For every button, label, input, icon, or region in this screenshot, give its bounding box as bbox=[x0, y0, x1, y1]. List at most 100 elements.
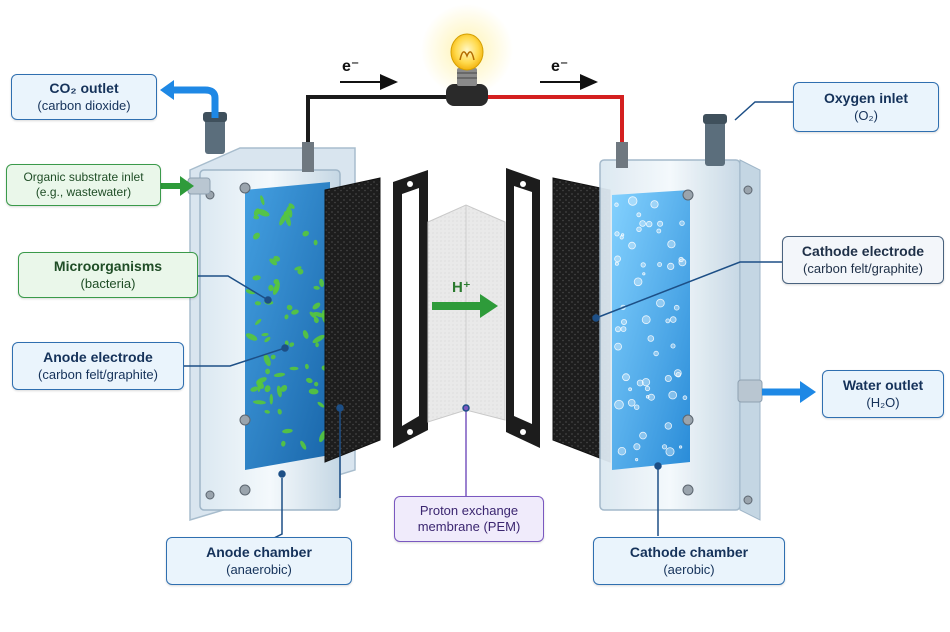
callout-subtitle: (anaerobic) bbox=[226, 561, 292, 577]
bacterium bbox=[264, 336, 271, 343]
oxygen-bubble bbox=[639, 431, 647, 440]
oxygen-bubble bbox=[664, 422, 672, 430]
oxygen-bubble bbox=[622, 373, 630, 382]
bolt bbox=[239, 182, 251, 194]
bulb-base bbox=[457, 68, 477, 86]
co2-outlet-arrowhead bbox=[160, 80, 174, 100]
bacterium bbox=[306, 377, 313, 384]
bolt bbox=[239, 484, 251, 496]
callout-subtitle: (carbon felt/graphite) bbox=[803, 260, 923, 276]
leader-microorganisms bbox=[198, 275, 269, 301]
callout-title: Cathode chamber bbox=[629, 544, 749, 561]
bacterium bbox=[256, 380, 264, 389]
cathode-terminal bbox=[616, 142, 628, 168]
oxygen-bubble bbox=[617, 447, 627, 456]
proton-arrow bbox=[432, 294, 498, 318]
bolt bbox=[682, 414, 694, 426]
co2-outlet-arrow bbox=[172, 86, 219, 118]
bolt bbox=[682, 189, 694, 201]
co2-port bbox=[205, 116, 225, 154]
leader-dot bbox=[654, 462, 662, 470]
leader-dot bbox=[278, 470, 286, 478]
bacterium bbox=[302, 230, 309, 237]
oxygen-bubble bbox=[620, 326, 627, 333]
bacterium bbox=[268, 284, 274, 292]
oxygen-bubble bbox=[628, 241, 636, 250]
oxygen-bubble bbox=[650, 200, 659, 209]
bacterium bbox=[277, 408, 282, 415]
callout-cathode-chamber: Cathode chamber (aerobic) bbox=[593, 537, 785, 585]
bacterium bbox=[265, 368, 271, 375]
oxygen-bubble bbox=[673, 304, 680, 311]
callout-subtitle: (H₂O) bbox=[866, 394, 900, 410]
oxygen-bubble bbox=[646, 220, 653, 228]
bulb-socket bbox=[446, 84, 488, 106]
leader-oxygen-inlet bbox=[734, 101, 793, 121]
bacterium bbox=[319, 430, 327, 443]
bacterium bbox=[315, 342, 319, 348]
bacterium bbox=[253, 232, 260, 240]
bacterium bbox=[313, 316, 319, 324]
oxygen-bubble bbox=[665, 318, 671, 324]
callout-title: Organic substrate inlet bbox=[23, 170, 144, 184]
water-outlet-arrowhead bbox=[800, 381, 816, 403]
bacterium bbox=[260, 195, 265, 206]
bacterium bbox=[281, 440, 286, 447]
oxygen-bubble bbox=[614, 231, 620, 237]
oxygen-bubble bbox=[642, 272, 646, 276]
bacterium bbox=[253, 208, 260, 217]
callout-pem: Proton exchange membrane (PEM) bbox=[394, 496, 544, 542]
oxygen-bubble bbox=[644, 385, 651, 392]
callout-title: Anode electrode bbox=[43, 349, 153, 366]
bacterium bbox=[302, 330, 309, 339]
bolt bbox=[205, 490, 215, 500]
bacterium bbox=[280, 384, 288, 392]
oxygen-bubble bbox=[628, 196, 638, 206]
callout-subtitle: (O₂) bbox=[854, 107, 878, 123]
oxygen-bubble bbox=[636, 212, 642, 218]
oxygen-bubble bbox=[675, 372, 681, 378]
bolt bbox=[239, 414, 251, 426]
oxygen-bubble bbox=[614, 255, 621, 263]
gasket-right bbox=[506, 168, 540, 448]
anode-terminal bbox=[302, 142, 314, 172]
leader-dot bbox=[462, 404, 470, 412]
callout-subtitle: (bacteria) bbox=[80, 275, 136, 291]
anode-electrolyte bbox=[245, 182, 330, 470]
oxygen-bubble bbox=[614, 261, 619, 266]
bacterium bbox=[289, 366, 299, 371]
oxygen-bubble bbox=[639, 220, 646, 227]
gasket-hole bbox=[520, 181, 526, 187]
oxygen-bubble bbox=[634, 457, 639, 462]
bacterium bbox=[270, 354, 276, 360]
oxygen-bubble bbox=[614, 202, 619, 207]
bacterium bbox=[285, 213, 291, 227]
callout-water-outlet: Water outlet (H₂O) bbox=[822, 370, 944, 418]
oxygen-bubble bbox=[628, 387, 632, 392]
callout-title: Anode chamber bbox=[206, 544, 312, 561]
cathode-frame-side bbox=[739, 159, 761, 521]
callout-anode-electrode: Anode electrode (carbon felt/graphite) bbox=[12, 342, 184, 390]
callout-subtitle: (aerobic) bbox=[663, 561, 715, 577]
callout-anode-chamber: Anode chamber (anaerobic) bbox=[166, 537, 352, 585]
leader-dot bbox=[592, 314, 600, 322]
oxygen-bubbles bbox=[614, 196, 688, 462]
oxygen-bubble bbox=[627, 398, 636, 407]
callout-subtitle: (carbon dioxide) bbox=[37, 97, 131, 113]
oxygen-bubble bbox=[664, 374, 672, 382]
bacterium bbox=[313, 311, 326, 318]
oxygen-bubble bbox=[667, 262, 675, 270]
oxygen-bubble bbox=[668, 390, 677, 400]
bacterium bbox=[312, 302, 321, 310]
oxygen-bubble bbox=[657, 262, 662, 267]
bolt bbox=[682, 484, 694, 496]
callout-substrate-inlet: Organic substrate inlet (e.g., wastewate… bbox=[6, 164, 161, 206]
electron-label-right: e⁻ bbox=[551, 58, 569, 75]
callout-title: Oxygen inlet bbox=[823, 90, 909, 107]
wire-negative bbox=[306, 95, 448, 162]
oxygen-bubble bbox=[661, 444, 668, 450]
callout-title: Microorganisms bbox=[53, 258, 163, 275]
leader-dot bbox=[281, 344, 289, 352]
oxygen-port bbox=[705, 118, 725, 166]
bacterium bbox=[279, 212, 287, 226]
